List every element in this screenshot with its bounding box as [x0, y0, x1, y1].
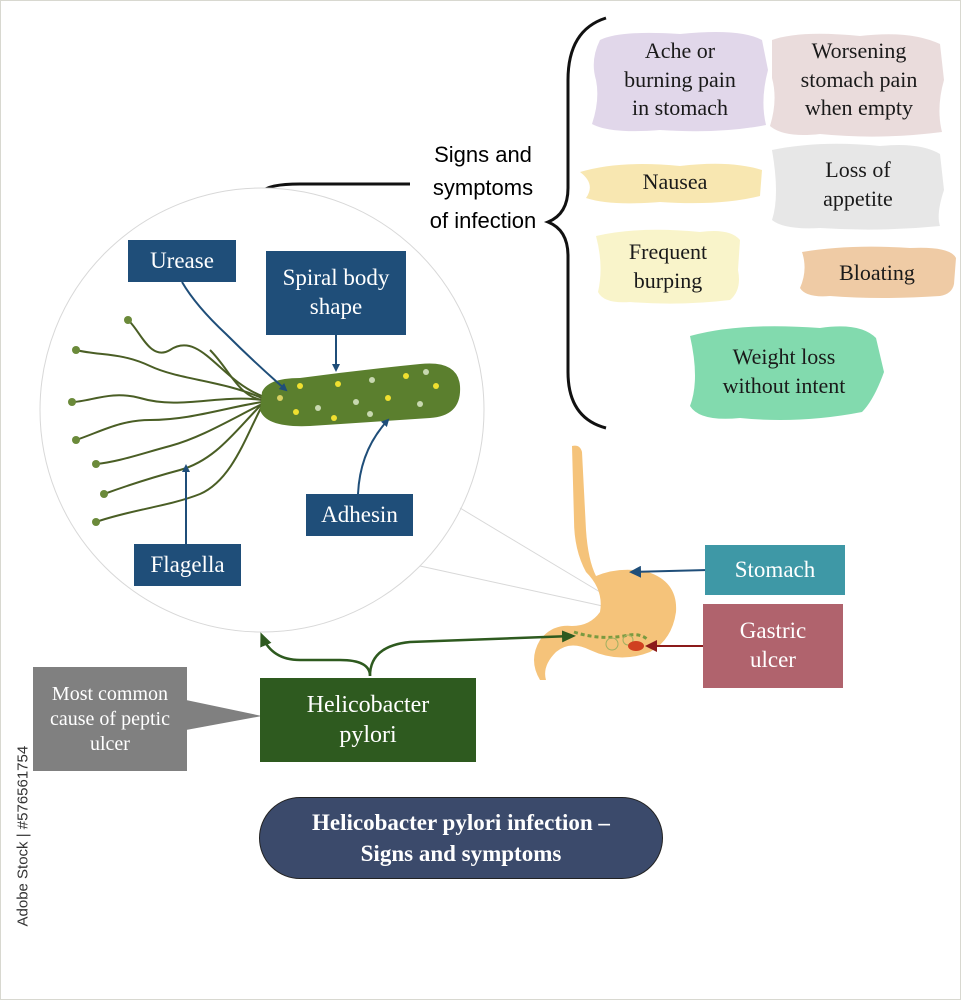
symptom-worsening: Worsening stomach pain when empty: [800, 38, 918, 121]
highlight-ache: [592, 32, 768, 132]
bacterium-dots: [277, 369, 439, 421]
flagella-tips: [68, 316, 132, 526]
label-spiral-body-shape: Spiral body shape: [266, 251, 406, 335]
label-adhesin: Adhesin: [306, 494, 413, 536]
symptoms-bracket: [543, 16, 607, 430]
label-flagella: Flagella: [134, 544, 241, 586]
symptom-burping: Frequent burping: [628, 239, 708, 293]
highlight-weight: [690, 326, 884, 420]
hpylori-to-circle-arrow: [260, 632, 372, 677]
symptoms-heading: Signs and symptoms of infection: [429, 142, 537, 233]
label-helicobacter-pylori: Helicobacter pylori: [260, 678, 476, 762]
urease-arrow: [181, 281, 288, 392]
highlight-worsening: [770, 33, 944, 137]
symptom-appetite: Loss of appetite: [823, 157, 893, 211]
stock-watermark: Adobe Stock | #576561754: [14, 745, 32, 927]
highlight-bloating: [800, 246, 956, 298]
highlight-nausea: [580, 163, 762, 204]
symptom-highlights: [580, 32, 956, 420]
label-urease: Urease: [128, 240, 236, 282]
diagram-title: Helicobacter pylori infection – Signs an…: [259, 797, 663, 879]
symptom-bloating: Bloating: [839, 259, 915, 285]
highlight-appetite: [772, 143, 944, 230]
symptom-ache: Ache or burning pain in stomach: [624, 38, 736, 121]
highlight-burping: [596, 229, 740, 304]
zoom-line-bottom: [419, 565, 631, 613]
label-stomach: Stomach: [705, 545, 845, 595]
hpylori-to-stomach-arrow: [368, 630, 576, 677]
callout-common-cause: Most common cause of peptic ulcer: [33, 667, 187, 771]
stomach-label-arrow: [629, 565, 709, 578]
symptom-nausea: Nausea: [642, 168, 708, 194]
stomach-illustration: [534, 445, 677, 680]
flagella-strands: [71, 319, 263, 523]
adhesin-arrow: [357, 418, 390, 495]
bacterium-body: [260, 363, 461, 427]
label-gastric-ulcer: Gastric ulcer: [703, 604, 843, 688]
ulcer-spot: [628, 641, 644, 651]
symptom-weight: Weight loss without intent: [722, 344, 846, 398]
callout-pointer: [186, 700, 262, 730]
